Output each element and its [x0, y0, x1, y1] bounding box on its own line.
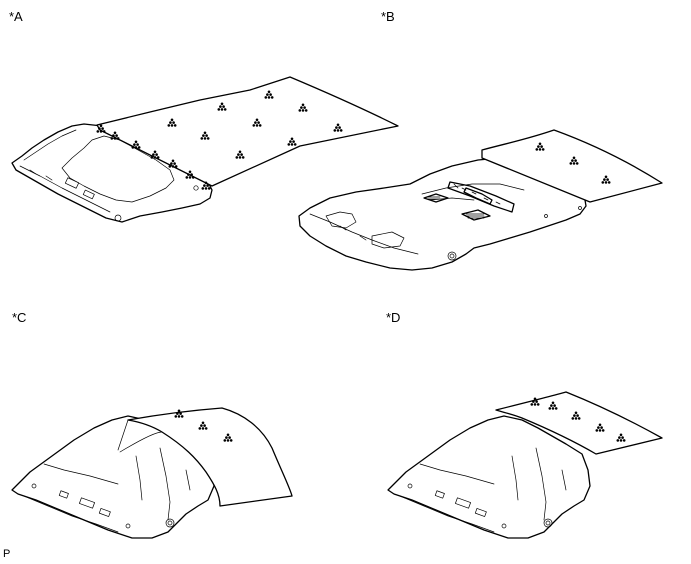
- view-d-roof-sheet: [495, 391, 663, 455]
- view-b-rail: [447, 181, 515, 213]
- illustration-code: P: [3, 548, 11, 560]
- view-b-headliner: [298, 129, 663, 271]
- view-d-headliner: [387, 391, 663, 539]
- view-c-headliner: [11, 407, 293, 539]
- view-b-headliner-outline: [298, 157, 587, 271]
- view-b-vent-grille-left: [423, 193, 449, 203]
- view-a-headliner-outline: [11, 123, 213, 223]
- view-label-d: *D: [386, 310, 401, 325]
- view-label-a: *A: [9, 9, 23, 24]
- view-a-roof-sheet: [96, 76, 399, 187]
- view-a-headliner: [11, 76, 399, 223]
- view-d-headliner-outline: [387, 415, 591, 539]
- view-b-vent-grille-right: [461, 209, 491, 221]
- view-label-b: *B: [381, 9, 395, 24]
- view-label-c: *C: [12, 310, 27, 325]
- view-c-roof-sheet: [127, 407, 293, 507]
- view-b-roof-sheet: [481, 129, 663, 203]
